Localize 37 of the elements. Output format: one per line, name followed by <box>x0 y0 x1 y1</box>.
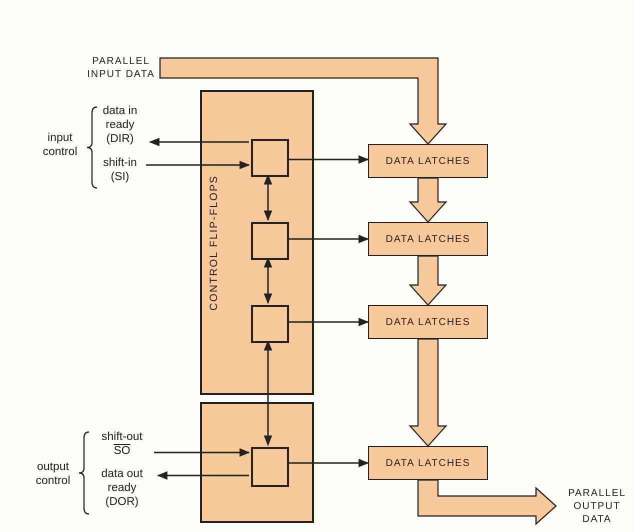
group-label: output control <box>34 460 72 488</box>
panel-band <box>200 402 314 523</box>
flip-flop-box <box>251 139 289 177</box>
node-text: data out ready (DOR) <box>100 467 144 509</box>
node-text: shift-in (SI) <box>102 156 138 184</box>
data-flow-arrow <box>408 338 448 447</box>
arrow <box>287 234 370 244</box>
node-text: SO <box>114 444 130 458</box>
arrow <box>287 155 370 164</box>
node-text: PARALLEL OUTPUT DATA <box>567 486 627 526</box>
node-text: data in ready (DIR) <box>102 104 138 146</box>
node-text: shift-out <box>102 430 142 444</box>
arrow <box>148 138 249 146</box>
latch-box <box>368 144 488 178</box>
latch-box <box>368 446 488 480</box>
arrow <box>154 448 250 457</box>
arrow <box>156 471 249 480</box>
arrow <box>146 160 250 170</box>
node-text: DATA LATCHES <box>386 232 470 246</box>
panel-title: CONTROL FLIP-FLOPS <box>208 174 220 310</box>
data-flow-arrow <box>417 479 557 526</box>
node-text: PARALLEL INPUT DATA <box>86 55 156 81</box>
arrow <box>287 318 370 326</box>
flip-flop-box <box>251 447 289 487</box>
data-flow-arrow <box>408 255 448 306</box>
arrow <box>287 458 370 468</box>
panel-band <box>200 90 314 395</box>
node-text: DATA LATCHES <box>386 154 470 168</box>
data-flow-arrow <box>159 57 448 145</box>
node-text: DATA LATCHES <box>386 456 470 470</box>
flip-flop-box <box>251 305 289 343</box>
latch-box <box>368 305 488 339</box>
latch-box <box>368 222 488 256</box>
group-label: input control <box>42 131 78 159</box>
flip-flop-box <box>251 222 289 260</box>
data-flow-arrow <box>408 177 448 223</box>
node-text: DATA LATCHES <box>386 316 470 328</box>
